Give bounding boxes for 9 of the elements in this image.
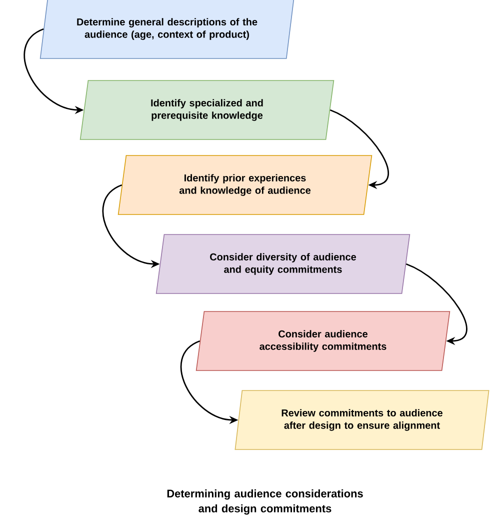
process-parallelogram: Determine general descriptions of the audience (age, context of product) [40, 0, 294, 59]
diagram-title: Determining audience considerations and design commitments [167, 489, 363, 515]
curved-arrow [406, 263, 468, 346]
process-parallelogram: Identify specialized and prerequisite knowledge [80, 80, 334, 140]
process-parallelogram: Identify prior experiences and knowledge of audience [118, 155, 372, 215]
process-parallelogram: Consider diversity of audience and equity commitments [156, 234, 410, 294]
process-parallelogram: Consider audience accessibility commitments [196, 311, 450, 371]
curved-arrow [330, 109, 389, 190]
process-parallelogram: Review commitments to audience after design to ensure alignment [234, 390, 490, 450]
